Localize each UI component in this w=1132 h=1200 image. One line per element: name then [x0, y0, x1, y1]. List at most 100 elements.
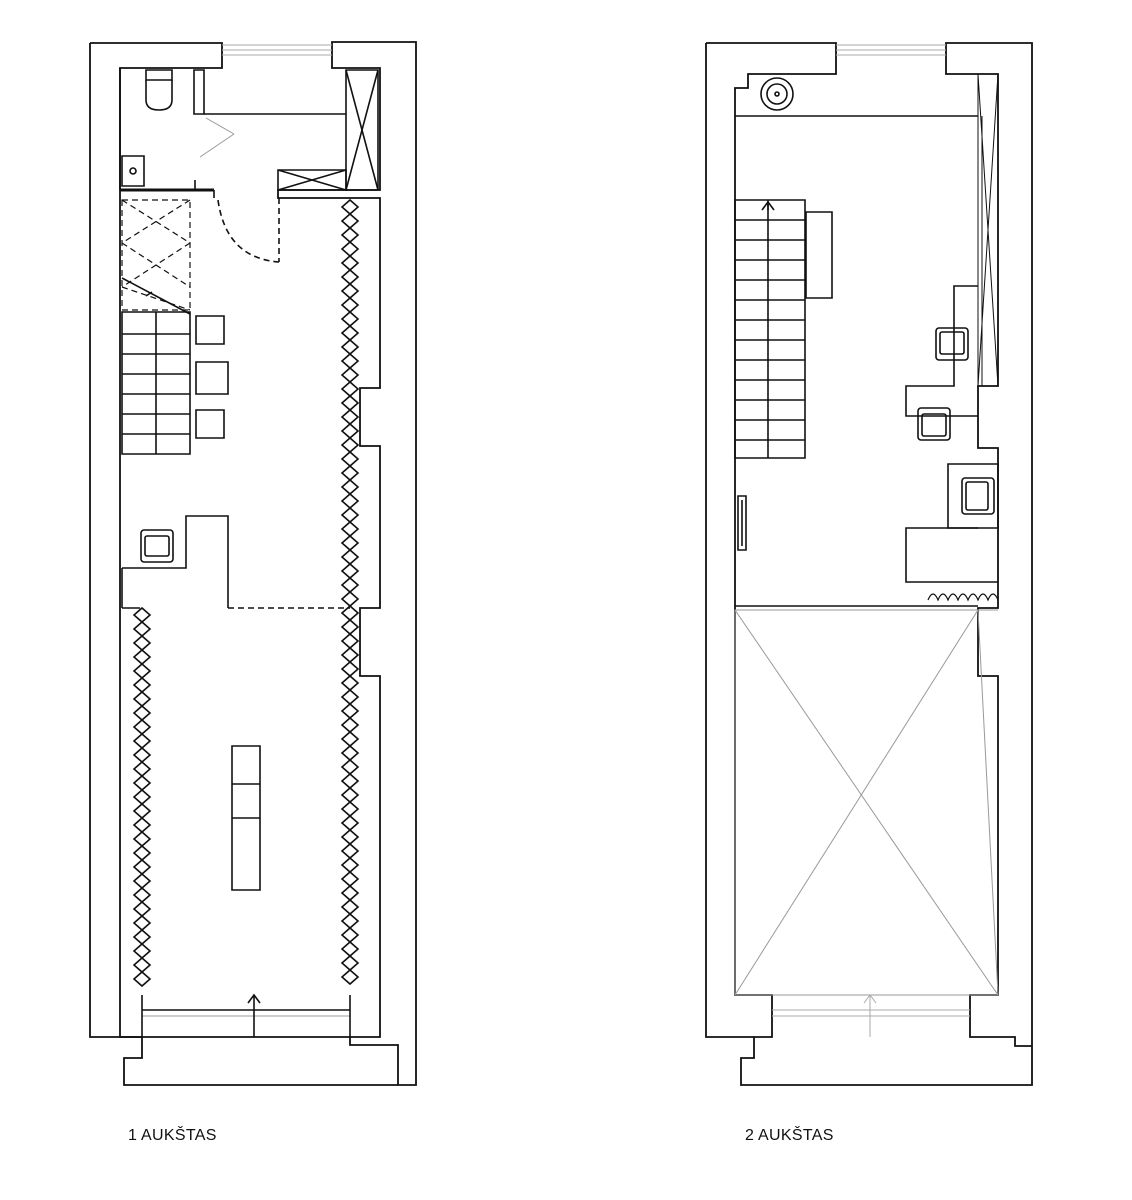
- shelf-module: [134, 734, 150, 748]
- shelf-module: [342, 200, 358, 214]
- shelf-module: [342, 956, 358, 970]
- shelf-module: [342, 900, 358, 914]
- shelf-module: [134, 930, 150, 944]
- shelf-module: [342, 620, 358, 634]
- floor-2-chair: [918, 408, 950, 440]
- shelf-module: [134, 860, 150, 874]
- shelf-module: [134, 846, 150, 860]
- shelf-module: [342, 298, 358, 312]
- shelf-module: [134, 776, 150, 790]
- shelf-module: [134, 622, 150, 636]
- floor-1-counter: [122, 516, 350, 608]
- shelf-module: [134, 972, 150, 986]
- floor-1-display-table: [232, 746, 260, 890]
- shelf-module: [342, 774, 358, 788]
- shelf-module: [342, 438, 358, 452]
- shelf-module: [342, 760, 358, 774]
- shelf-module: [342, 242, 358, 256]
- shelf-module: [134, 902, 150, 916]
- shelf-module: [342, 536, 358, 550]
- shelf-module: [342, 592, 358, 606]
- shelf-module: [342, 522, 358, 536]
- shelf-module: [342, 816, 358, 830]
- floor-2-open-void: [735, 610, 998, 995]
- shelf-module: [342, 424, 358, 438]
- floor-2-staircase: [735, 200, 805, 458]
- floor-1-label: 1 AUKŠTAS: [128, 1127, 217, 1144]
- shelf-module: [342, 662, 358, 676]
- shelf-module: [134, 664, 150, 678]
- shelf-module: [342, 284, 358, 298]
- shelf-module: [134, 958, 150, 972]
- shelf-module: [342, 872, 358, 886]
- shelf-module: [342, 704, 358, 718]
- floor-1-outer-wall: [90, 42, 416, 1085]
- shelf-module: [134, 804, 150, 818]
- shelf-module: [342, 564, 358, 578]
- shelf-module: [342, 466, 358, 480]
- floor-2-wardrobe: [978, 74, 998, 386]
- floor-1-table: [196, 410, 224, 438]
- shelf-module: [342, 382, 358, 396]
- floor-2-desk-area: [906, 286, 998, 582]
- floor-1-entry-door: [218, 198, 279, 262]
- shelf-module: [342, 928, 358, 942]
- floor-1-display-shelf-right: [342, 200, 358, 984]
- floor-1-under-stair-storage: [122, 200, 190, 310]
- shelf-module: [134, 608, 150, 622]
- shelf-module: [342, 354, 358, 368]
- shelf-module: [342, 340, 358, 354]
- shelf-module: [342, 858, 358, 872]
- shelf-module: [134, 692, 150, 706]
- floor-2-round-drain: [761, 78, 793, 110]
- floor-1-chair: [141, 530, 173, 562]
- floor-2-top-window: [836, 45, 946, 55]
- shelf-module: [134, 916, 150, 930]
- floor-2-front-entrance: [772, 995, 970, 1037]
- floor-2-side-door: [738, 496, 746, 550]
- shelf-module: [342, 228, 358, 242]
- shelf-module: [134, 874, 150, 888]
- shelf-module: [342, 326, 358, 340]
- floor-1-table: [196, 316, 224, 344]
- shelf-module: [342, 970, 358, 984]
- shelf-module: [342, 718, 358, 732]
- shelf-module: [134, 748, 150, 762]
- shelf-module: [342, 648, 358, 662]
- shelf-module: [134, 790, 150, 804]
- shelf-module: [134, 678, 150, 692]
- floor-plan-1: [90, 42, 416, 1085]
- floor-1-display-shelf-left: [134, 608, 150, 986]
- shelf-module: [342, 396, 358, 410]
- shelf-module: [342, 480, 358, 494]
- shelf-module: [342, 312, 358, 326]
- shelf-module: [342, 788, 358, 802]
- stair-outline: [735, 200, 805, 458]
- floor-1-table: [196, 362, 228, 394]
- floor-1-bathroom: [120, 70, 346, 190]
- floor-1-staircase: [122, 312, 190, 454]
- shelf-module: [134, 832, 150, 846]
- floor-2-curtain: [928, 594, 998, 600]
- shelf-module: [134, 818, 150, 832]
- shelf-module: [342, 494, 358, 508]
- floor-2-chair: [962, 478, 994, 514]
- floor-1-top-window: [222, 45, 332, 55]
- shelf-module: [342, 802, 358, 816]
- shelf-module: [342, 746, 358, 760]
- shelf-module: [342, 690, 358, 704]
- shelf-module: [342, 410, 358, 424]
- shelf-module: [134, 650, 150, 664]
- shelf-module: [342, 452, 358, 466]
- shelf-module: [342, 368, 358, 382]
- shelf-module: [342, 676, 358, 690]
- shelf-module: [342, 550, 358, 564]
- shelf-module: [342, 844, 358, 858]
- floor-1-toilet: [146, 70, 172, 110]
- shelf-module: [342, 732, 358, 746]
- shelf-module: [342, 914, 358, 928]
- shelf-module: [342, 830, 358, 844]
- shelf-module: [134, 888, 150, 902]
- shelf-module: [342, 634, 358, 648]
